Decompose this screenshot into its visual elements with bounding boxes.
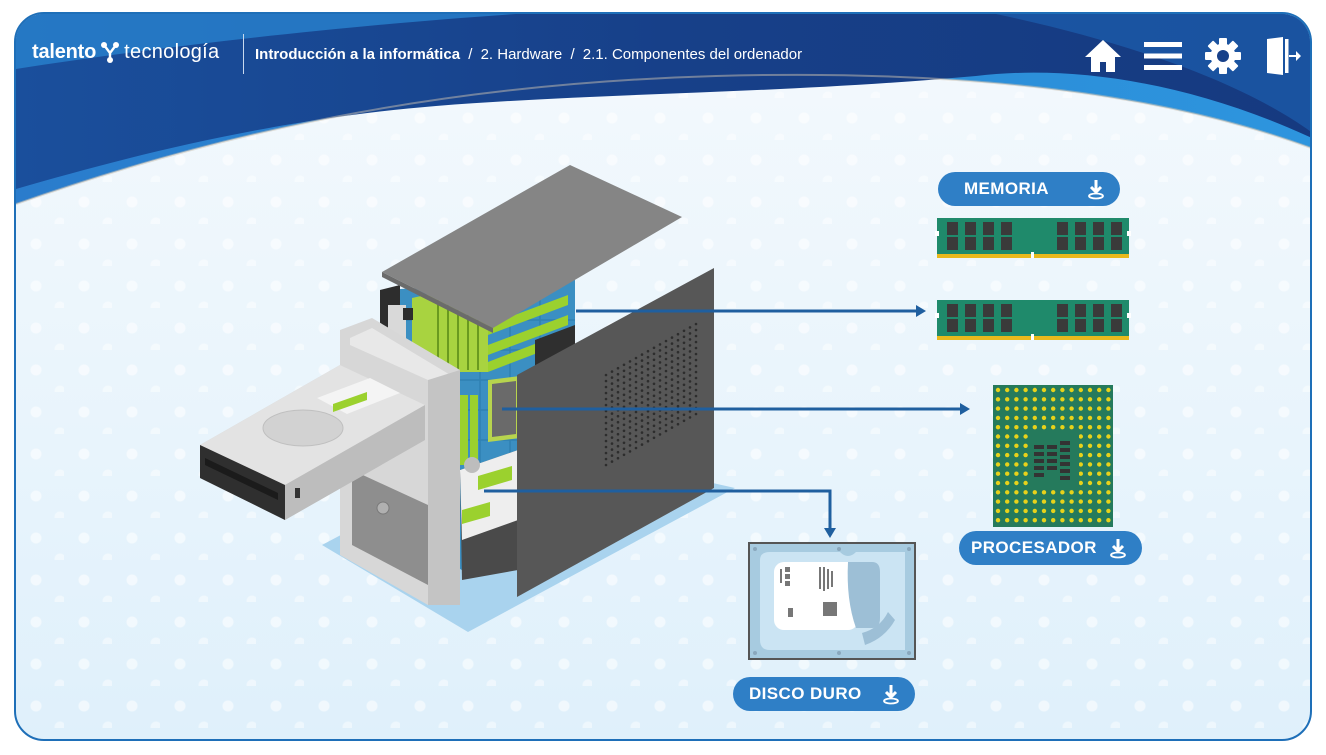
breadcrumb: Introducción a la informática / 2. Hardw… — [255, 46, 802, 63]
exit-button[interactable] — [1262, 36, 1304, 76]
memory-label: MEMORIA — [964, 179, 1049, 198]
hamburger-menu-icon — [1144, 42, 1182, 70]
breadcrumb-separator: / — [570, 46, 575, 63]
memory-download-button[interactable]: MEMORIA — [938, 172, 1120, 206]
home-button[interactable] — [1082, 36, 1124, 76]
arrow-head-processor — [960, 403, 970, 415]
ram-module-1 — [935, 218, 1131, 258]
exit-door-icon — [1267, 37, 1301, 75]
case-side-panel — [517, 268, 714, 597]
gear-icon — [1205, 38, 1241, 74]
processor-download-button[interactable]: PROCESADOR — [959, 531, 1142, 565]
brand-logo[interactable]: talento tecnología — [32, 40, 219, 64]
hard-disk-label: DISCO DURO — [749, 684, 862, 703]
processor-chip — [993, 385, 1113, 527]
processor-label: PROCESADOR — [971, 538, 1097, 557]
brand-name-light: tecnología — [124, 40, 220, 63]
optical-drive — [200, 365, 425, 520]
connector-lines — [484, 309, 962, 530]
brand-name-bold: talento — [32, 40, 97, 63]
hard-disk-drive — [748, 542, 916, 660]
breadcrumb-item-course[interactable]: Introducción a la informática — [255, 46, 461, 63]
brand-mark-icon — [101, 42, 120, 63]
hard-disk-download-button[interactable]: DISCO DURO — [733, 677, 915, 711]
header-divider — [243, 34, 244, 74]
case-top-panel — [382, 165, 682, 328]
breadcrumb-item-lesson: 2.1. Componentes del ordenador — [582, 46, 803, 63]
ram-module-2 — [935, 300, 1131, 340]
home-icon — [1085, 40, 1121, 72]
arrow-head-hard-disk — [824, 528, 836, 538]
download-icon — [1110, 539, 1126, 559]
settings-button[interactable] — [1202, 36, 1244, 76]
breadcrumb-item-unit[interactable]: 2. Hardware — [480, 46, 563, 63]
connector-hard-disk — [484, 489, 832, 530]
content-frame — [14, 12, 1312, 741]
download-icon — [883, 685, 899, 705]
toolbar — [1082, 36, 1304, 76]
menu-button[interactable] — [1142, 36, 1184, 76]
top-bar: talento tecnología Introducción a la inf… — [14, 12, 1312, 92]
internal-hard-disk — [460, 450, 518, 580]
breadcrumb-separator: / — [468, 46, 473, 63]
download-icon — [1088, 180, 1104, 200]
arrow-head-memory — [916, 305, 926, 317]
